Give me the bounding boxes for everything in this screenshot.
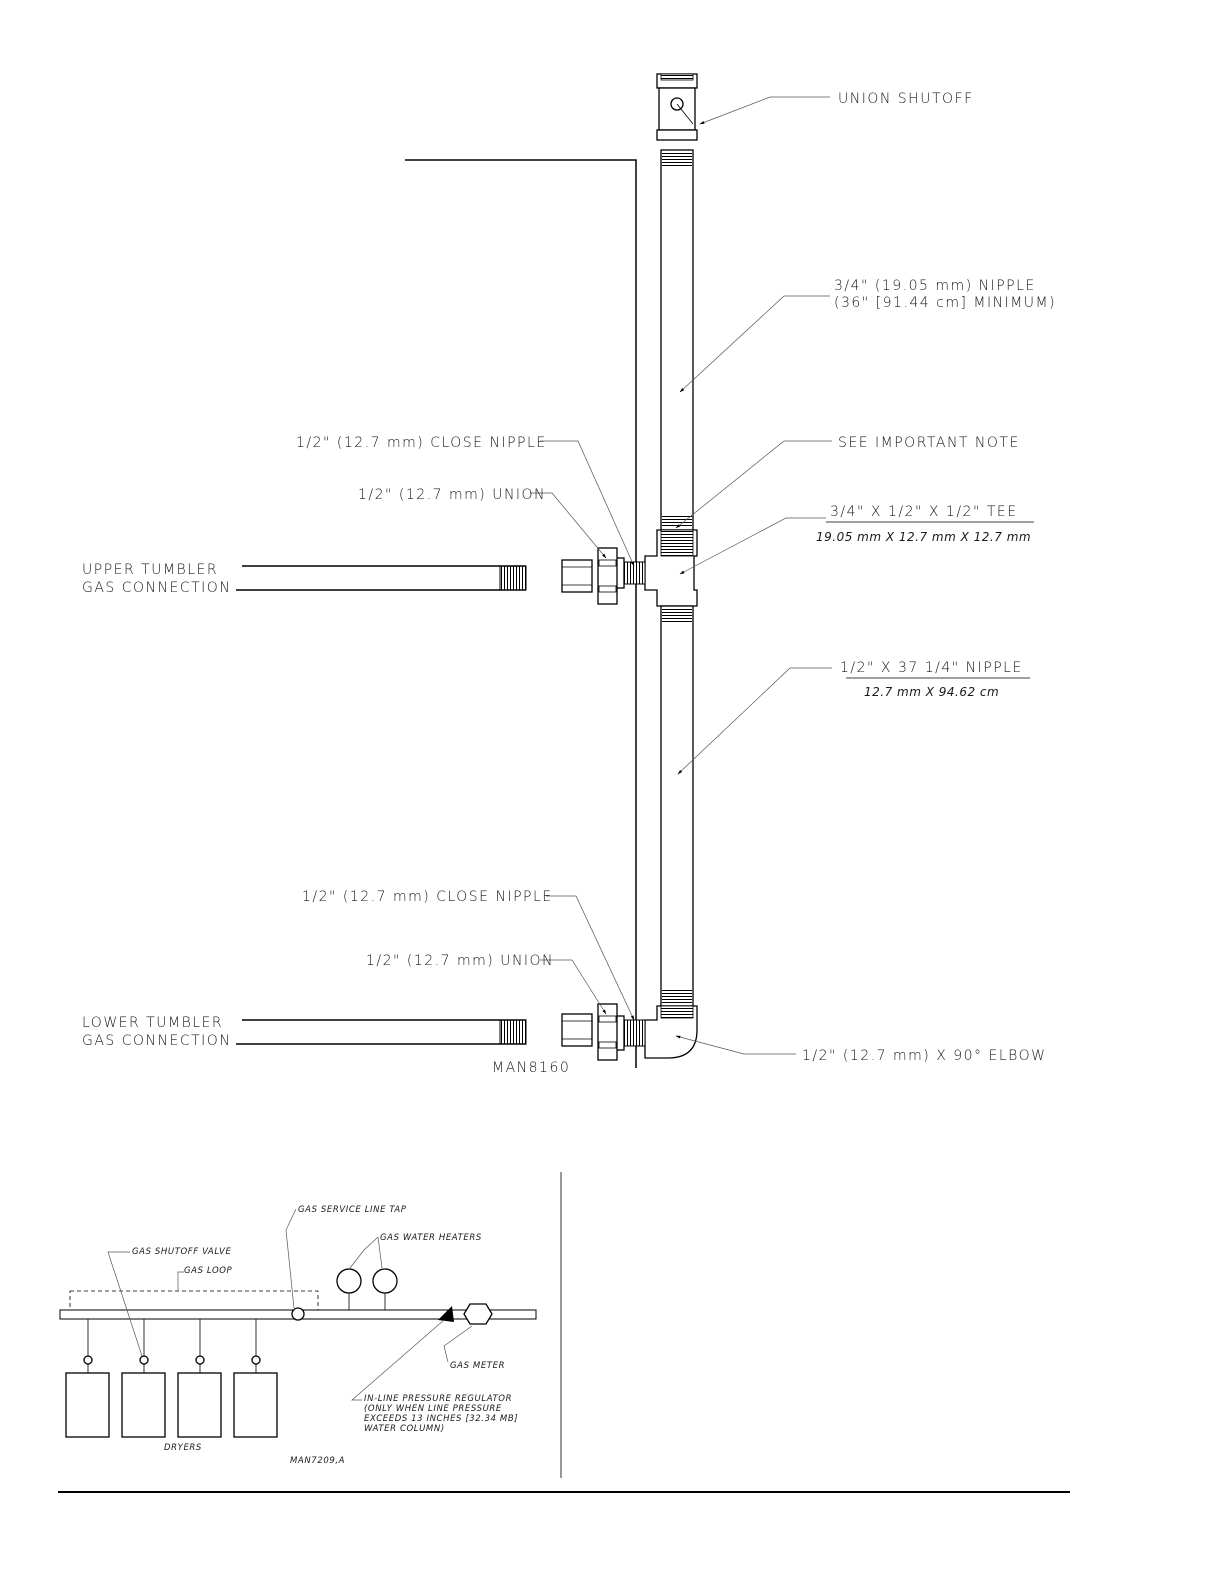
leader-lines: [530, 96, 832, 1055]
service-line-tap: [291, 1307, 305, 1321]
label-lower-tumbler-line1: LOWER TUMBLER: [82, 1015, 223, 1031]
label-service-line-tap: GAS SERVICE LINE TAP: [298, 1205, 407, 1215]
label-nipple-12-line1: 1/2" X 37 1/4" NIPPLE: [840, 660, 1023, 676]
label-regulator-line1: IN-LINE PRESSURE REGULATOR: [364, 1394, 512, 1404]
label-drawing-id-loop: MAN7209,A: [290, 1456, 345, 1466]
dryers: [65, 1319, 278, 1438]
label-regulator-line4: WATER COLUMN): [364, 1424, 445, 1434]
label-drawing-id-main: MAN8160: [492, 1060, 570, 1076]
label-upper-tumbler-line1: UPPER TUMBLER: [82, 562, 218, 578]
label-nipple-12-line2: 12.7 mm X 94.62 cm: [864, 685, 999, 699]
gas-loop-dashed: [69, 1290, 319, 1311]
label-upper-tumbler-line2: GAS CONNECTION: [82, 580, 231, 596]
label-elbow: 1/2" (12.7 mm) X 90° ELBOW: [802, 1048, 1046, 1064]
label-nipple-34-line1: 3/4" (19.05 mm) NIPPLE: [834, 278, 1036, 294]
label-union-shutoff: UNION SHUTOFF: [838, 91, 974, 107]
upper-union-assembly: [499, 547, 646, 605]
wall-line: [405, 159, 637, 1068]
label-nipple-34-line2: (36" [91.44 cm] MINIMUM): [834, 295, 1056, 311]
label-see-important-note: SEE IMPORTANT NOTE: [838, 435, 1020, 451]
elbow-fitting: [644, 1005, 698, 1059]
gas-water-heaters: [336, 1268, 398, 1310]
label-lower-tumbler-line2: GAS CONNECTION: [82, 1033, 231, 1049]
label-tee-line1: 3/4" X 1/2" X 1/2" TEE: [830, 504, 1018, 520]
label-upper-close-nipple: 1/2" (12.7 mm) CLOSE NIPPLE: [296, 435, 547, 451]
tee-fitting: [644, 529, 698, 607]
nipple-3-4: [660, 149, 694, 531]
union-shutoff-valve: [656, 73, 698, 141]
pressure-regulator-arrow: [438, 1306, 454, 1322]
label-regulator-line2: (ONLY WHEN LINE PRESSURE: [364, 1404, 502, 1414]
gas-meter: [463, 1303, 493, 1325]
label-gas-meter: GAS METER: [450, 1361, 505, 1371]
label-shutoff-valve: GAS SHUTOFF VALVE: [132, 1247, 231, 1257]
lower-union-assembly: [499, 1003, 646, 1061]
label-gas-loop: GAS LOOP: [184, 1266, 233, 1276]
nipple-1-2: [660, 605, 694, 1007]
label-lower-union: 1/2" (12.7 mm) UNION: [366, 953, 554, 969]
label-tee-line2: 19.05 mm X 12.7 mm X 12.7 mm: [816, 530, 1031, 544]
label-regulator-line3: EXCEEDS 13 INCHES [32.34 MB]: [364, 1414, 518, 1424]
label-water-heaters: GAS WATER HEATERS: [380, 1233, 482, 1243]
label-upper-union: 1/2" (12.7 mm) UNION: [358, 487, 546, 503]
label-dryers: DRYERS: [164, 1443, 202, 1453]
riser-assembly: [236, 73, 698, 1068]
label-lower-close-nipple: 1/2" (12.7 mm) CLOSE NIPPLE: [302, 889, 553, 905]
riser-labels: UNION SHUTOFF 3/4" (19.05 mm) NIPPLE (36…: [82, 91, 1056, 1076]
gas-loop-diagram: GAS SERVICE LINE TAP GAS WATER HEATERS G…: [59, 1172, 562, 1478]
